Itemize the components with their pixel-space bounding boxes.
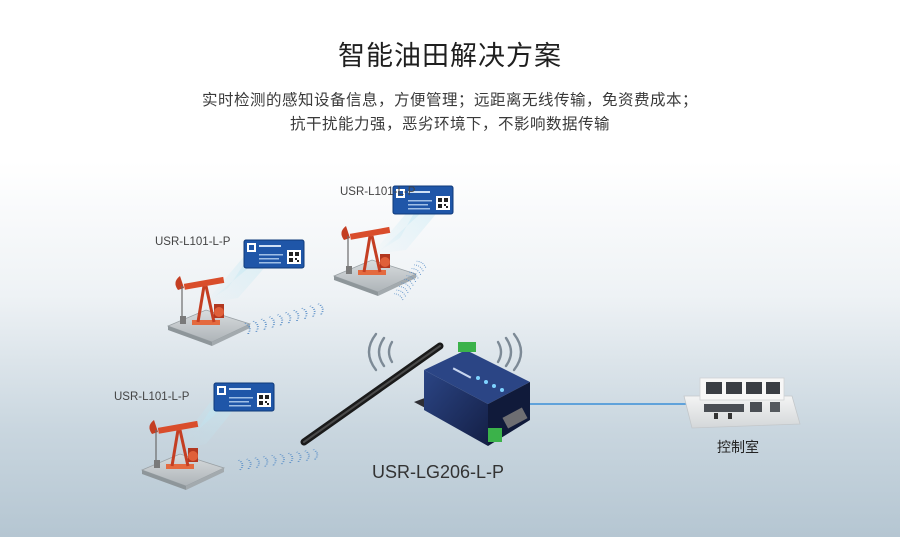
monitor-icon — [766, 382, 780, 394]
oil-well-node-top — [332, 185, 454, 301]
oil-well-node-middle — [166, 239, 325, 348]
signal-waves-icon — [244, 302, 325, 335]
signal-waves-icon — [237, 448, 319, 471]
subtitle-line-2: 抗干扰能力强，恶劣环境下，不影响数据传输 — [289, 115, 610, 133]
monitor-icon — [746, 382, 762, 394]
subtitle-line-1: 实时检测的感知设备信息，方便管理；远距离无线传输，免资费成本； — [201, 91, 698, 109]
node-label-bottom: USR-L101-L-P — [114, 391, 190, 403]
console-desk-icon — [704, 404, 744, 412]
terminal-block-icon — [458, 342, 476, 352]
monitor-icon — [726, 382, 742, 394]
lora-module-icon — [213, 382, 275, 412]
gateway-device — [300, 332, 700, 446]
node-label-middle: USR-L101-L-P — [155, 236, 231, 248]
control-room — [683, 377, 801, 429]
terminal-block-icon — [488, 428, 502, 442]
oil-well-node-bottom — [140, 382, 319, 492]
gateway-label: USR-LG206-L-P — [372, 462, 505, 482]
serial-port-icon — [502, 407, 528, 429]
control-room-label: 控制室 — [717, 440, 759, 456]
lora-module-icon — [243, 239, 305, 269]
wireless-signal-icon — [367, 332, 523, 372]
page-title: 智能油田解决方案 — [338, 41, 562, 72]
gateway-front-face — [424, 370, 488, 446]
monitor-icon — [706, 382, 722, 394]
node-label-top: USR-L101-L-P — [340, 186, 416, 198]
